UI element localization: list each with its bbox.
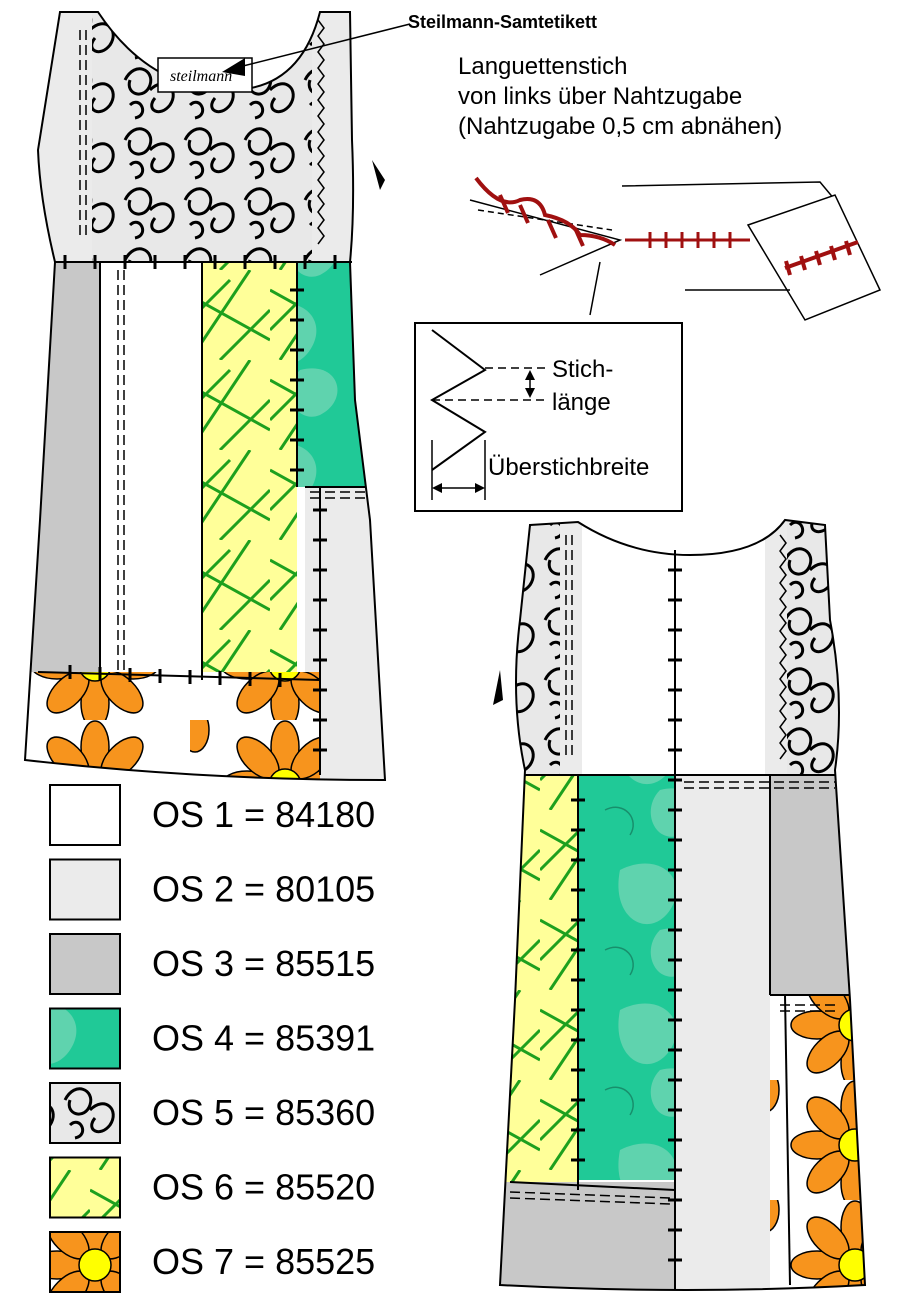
legend-label-os4: OS 4 = 85391	[152, 1018, 375, 1059]
dress-front: steilmann	[23, 11, 387, 782]
legend-label-os7: OS 7 = 85525	[152, 1241, 375, 1282]
blanket-stitch-illustration	[469, 176, 882, 321]
stitch-title-line-1: Languettenstich	[458, 53, 627, 80]
legend-label-os6: OS 6 = 85520	[152, 1167, 375, 1208]
legend-label-os3: OS 3 = 85515	[152, 943, 375, 984]
legend-swatch-os2	[49, 858, 121, 921]
hanger-loop-back	[493, 670, 503, 705]
legend-label-os2: OS 2 = 80105	[152, 869, 375, 910]
legend-swatch-os4	[49, 1007, 121, 1070]
tag-pointer-line	[234, 23, 411, 69]
legend-label-os1: OS 1 = 84180	[152, 794, 375, 835]
legend-swatch-os5	[49, 1082, 121, 1144]
dress-back	[493, 518, 867, 1291]
hanger-loop	[372, 160, 385, 190]
label-tag-caption: Steilmann-Samtetikett	[408, 12, 597, 32]
stitch-measurement-box	[414, 322, 683, 512]
stitch-width-label: Überstichbreite	[488, 454, 649, 481]
tag-pointer-arrow	[222, 58, 245, 76]
legend-swatch-os6	[49, 1156, 121, 1219]
legend-label-os5: OS 5 = 85360	[152, 1092, 375, 1133]
stitch-length-line-2: länge	[552, 389, 611, 416]
stitch-length-line-1: Stich-	[552, 356, 613, 383]
legend-swatch-os7	[49, 1231, 121, 1293]
legend-swatch-os3	[49, 933, 121, 995]
tag-brand-text: steilmann	[170, 68, 232, 85]
stitch-title-line-2: von links über Nahtzugabe	[458, 83, 742, 110]
stitch-title-line-3: (Nahtzugabe 0,5 cm abnähen)	[458, 113, 782, 140]
fabric-legend: OS 1 = 84180 OS 2 = 80105 OS 3 = 85515 OS 4…	[49, 784, 375, 1293]
legend-swatch-os1	[49, 784, 121, 846]
